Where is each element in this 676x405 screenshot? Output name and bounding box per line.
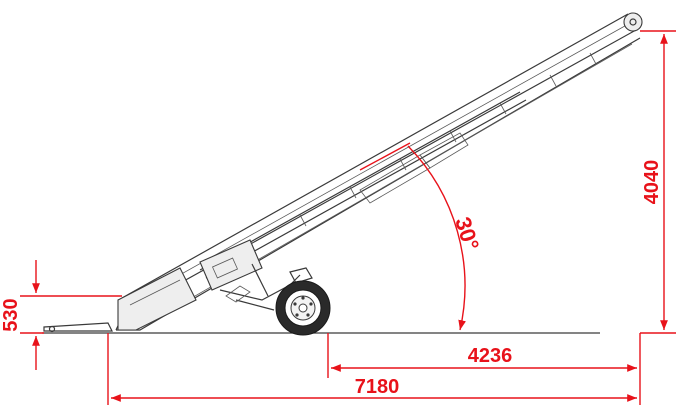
wheel (275, 280, 331, 336)
undercarriage (219, 263, 313, 311)
label-horizontal-inner: 4236 (468, 345, 513, 367)
label-height-right: 4040 (641, 160, 663, 205)
conveyor-machine (42, 12, 643, 336)
dimension-lines (20, 30, 676, 405)
angle-arc (407, 145, 466, 331)
dimension-labels: 4040 530 4236 7180 30° (0, 160, 663, 398)
label-height-left: 530 (0, 298, 22, 331)
angle-reference-line (359, 142, 411, 171)
conveyor-boom (115, 13, 641, 331)
label-angle: 30° (450, 214, 484, 253)
label-horizontal-total: 7180 (355, 376, 400, 398)
drive-unit (199, 239, 263, 291)
tail-housing (117, 267, 197, 331)
tow-bar (43, 322, 113, 333)
head-roller (623, 12, 643, 32)
